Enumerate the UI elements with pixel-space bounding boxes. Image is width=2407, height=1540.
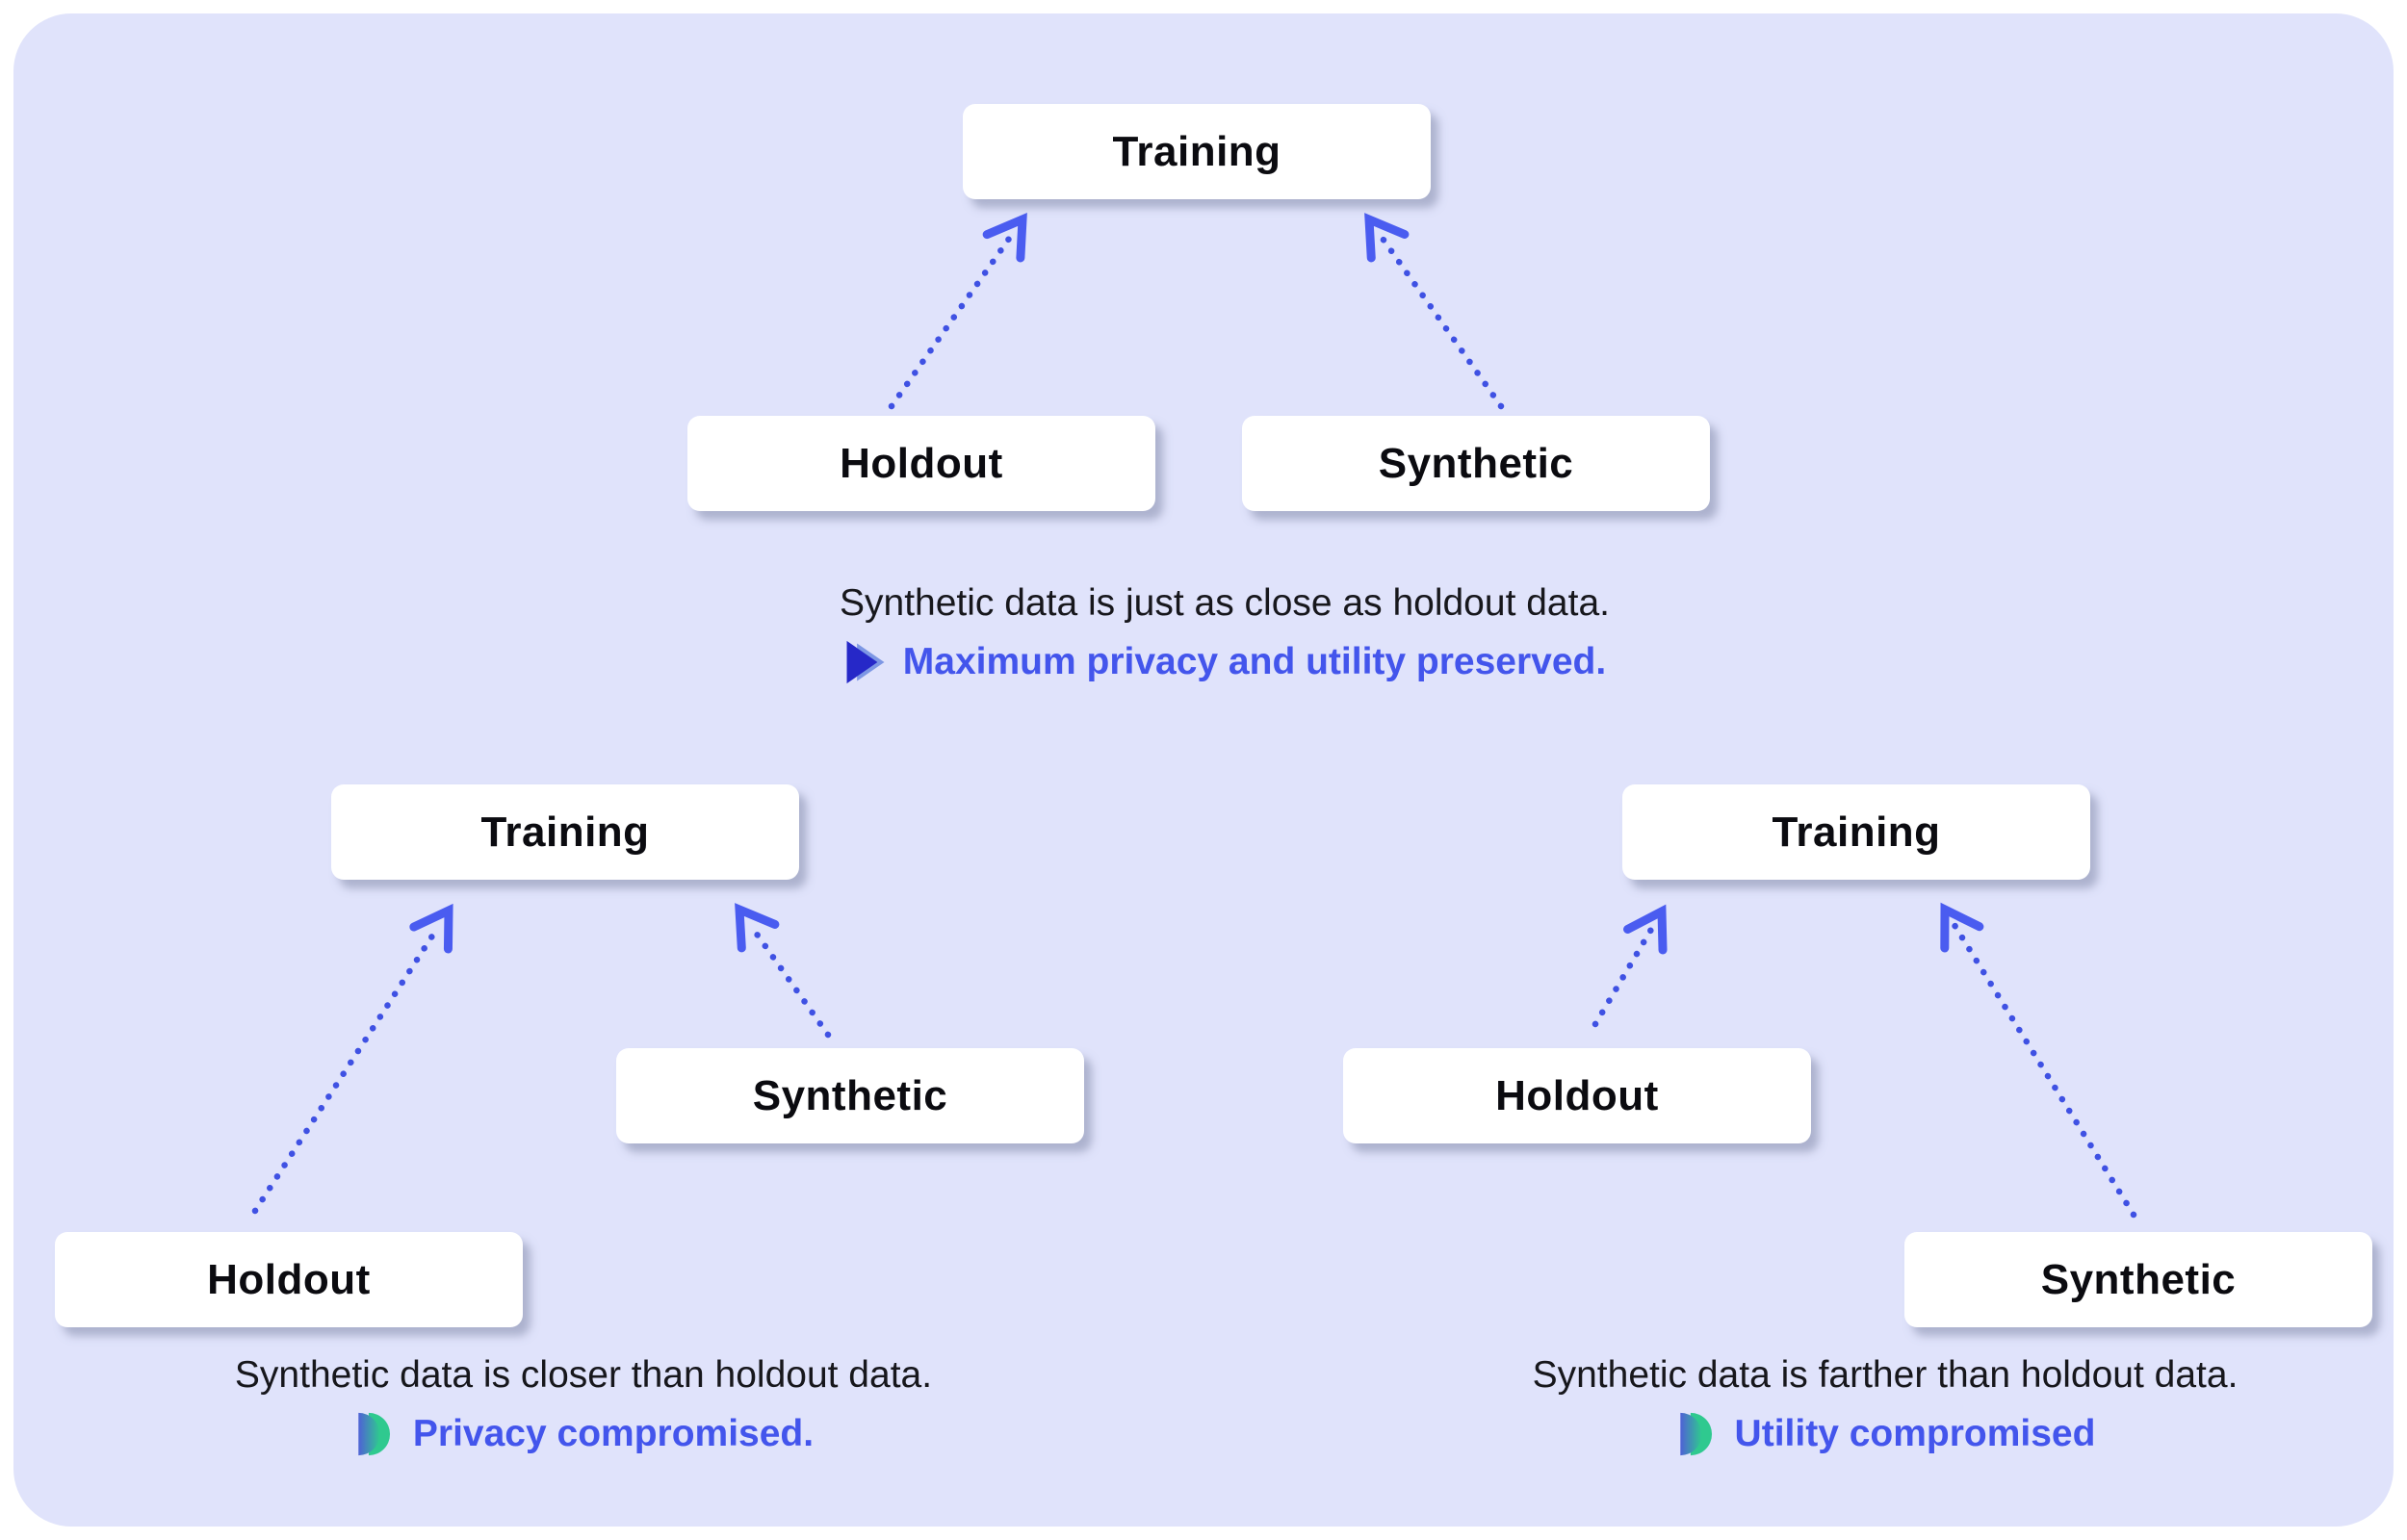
verdict-line: Utility compromised: [1675, 1409, 2096, 1459]
arrow: [1364, 213, 1505, 410]
node-synthetic: Synthetic: [616, 1048, 1084, 1143]
caption-text: Synthetic data is just as close as holdo…: [840, 582, 1610, 624]
node-training: Training: [963, 104, 1431, 199]
verdict-text: Utility compromised: [1734, 1413, 2096, 1454]
half-disc-icon: [1679, 1412, 1712, 1456]
diagram-canvas: Training Holdout Synthetic Synthetic dat…: [13, 13, 2394, 1527]
verdict-text: Privacy compromised.: [412, 1413, 815, 1454]
verdict-text: Maximum privacy and utility preserved.: [902, 641, 1607, 682]
arrow: [735, 903, 832, 1039]
node-synthetic: Synthetic: [1904, 1232, 2372, 1327]
node-training: Training: [1622, 784, 2090, 880]
caption-block-privacy: Synthetic data is closer than holdout da…: [13, 1353, 1153, 1459]
arrow: [888, 213, 1027, 410]
arrow: [251, 903, 453, 1215]
caption-text: Synthetic data is farther than holdout d…: [1532, 1354, 2239, 1396]
arrow: [1592, 904, 1668, 1028]
fast-forward-icon: [846, 640, 885, 684]
caption-block-balanced: Synthetic data is just as close as holdo…: [647, 581, 1802, 687]
caption-text: Synthetic data is closer than holdout da…: [234, 1354, 933, 1396]
half-disc-icon: [358, 1412, 390, 1456]
node-holdout: Holdout: [687, 416, 1155, 511]
node-holdout: Holdout: [1343, 1048, 1811, 1143]
node-training: Training: [331, 784, 799, 880]
node-holdout: Holdout: [55, 1232, 523, 1327]
arrow: [1940, 902, 2137, 1219]
verdict-line: Maximum privacy and utility preserved.: [843, 637, 1606, 687]
verdict-line: Privacy compromised.: [353, 1409, 814, 1459]
caption-block-utility: Synthetic data is farther than holdout d…: [1307, 1353, 2407, 1459]
node-synthetic: Synthetic: [1242, 416, 1710, 511]
